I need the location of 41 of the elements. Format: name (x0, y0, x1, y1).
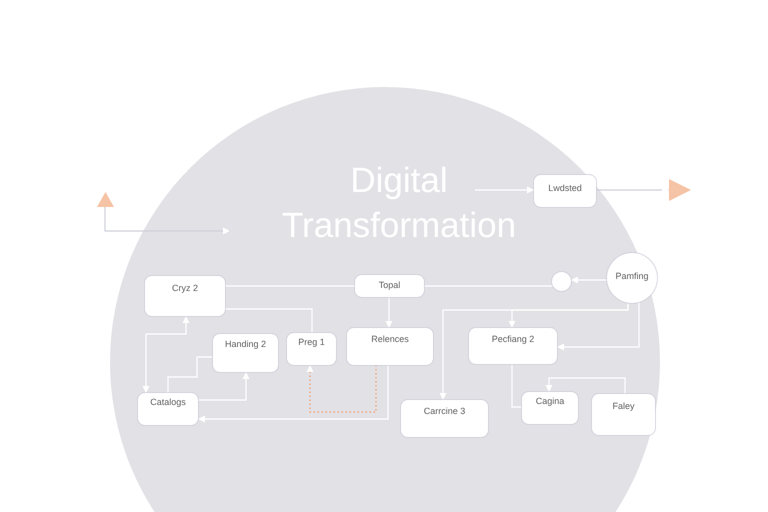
connector-line (511, 364, 522, 408)
connector-line (167, 356, 213, 393)
arrow (142, 316, 190, 393)
junction-dot (552, 272, 571, 291)
node-label: Pecfiang 2 (492, 334, 534, 345)
process-box (469, 328, 557, 364)
process-box (592, 394, 655, 435)
node-label: Pamfing (615, 271, 649, 282)
node-label: Faley (612, 401, 634, 412)
node-label: Lwdsted (548, 183, 582, 194)
node-label: Relences (371, 334, 409, 345)
process-box (534, 175, 596, 207)
process-box (401, 400, 488, 437)
triangle-icon (97, 192, 114, 207)
dashed-arrow (306, 365, 377, 413)
node-label: Catalogs (150, 397, 186, 408)
process-box (522, 392, 578, 424)
triangle-icon (669, 179, 691, 201)
node-label: Preg 1 (298, 337, 325, 348)
circle-node (607, 253, 657, 303)
process-box (347, 328, 433, 365)
node-label: Handing 2 (224, 339, 266, 350)
arrow (596, 186, 669, 194)
process-box (213, 334, 278, 372)
process-box (138, 393, 198, 425)
process-box (287, 333, 336, 365)
arrow (386, 297, 392, 328)
process-box (355, 275, 424, 297)
arrow (557, 302, 640, 350)
arrow (570, 276, 608, 284)
node-label: Cagina (536, 396, 564, 407)
connector-line (225, 308, 313, 333)
node-label: Topal (378, 280, 400, 291)
arrow (546, 377, 626, 394)
node-label: Carrcine 3 (424, 406, 466, 417)
arrow (475, 186, 534, 194)
node-label: Cryz 2 (172, 283, 198, 294)
arrow (198, 372, 250, 401)
arrow (198, 365, 389, 422)
arrow (104, 207, 230, 234)
process-box (145, 276, 225, 316)
